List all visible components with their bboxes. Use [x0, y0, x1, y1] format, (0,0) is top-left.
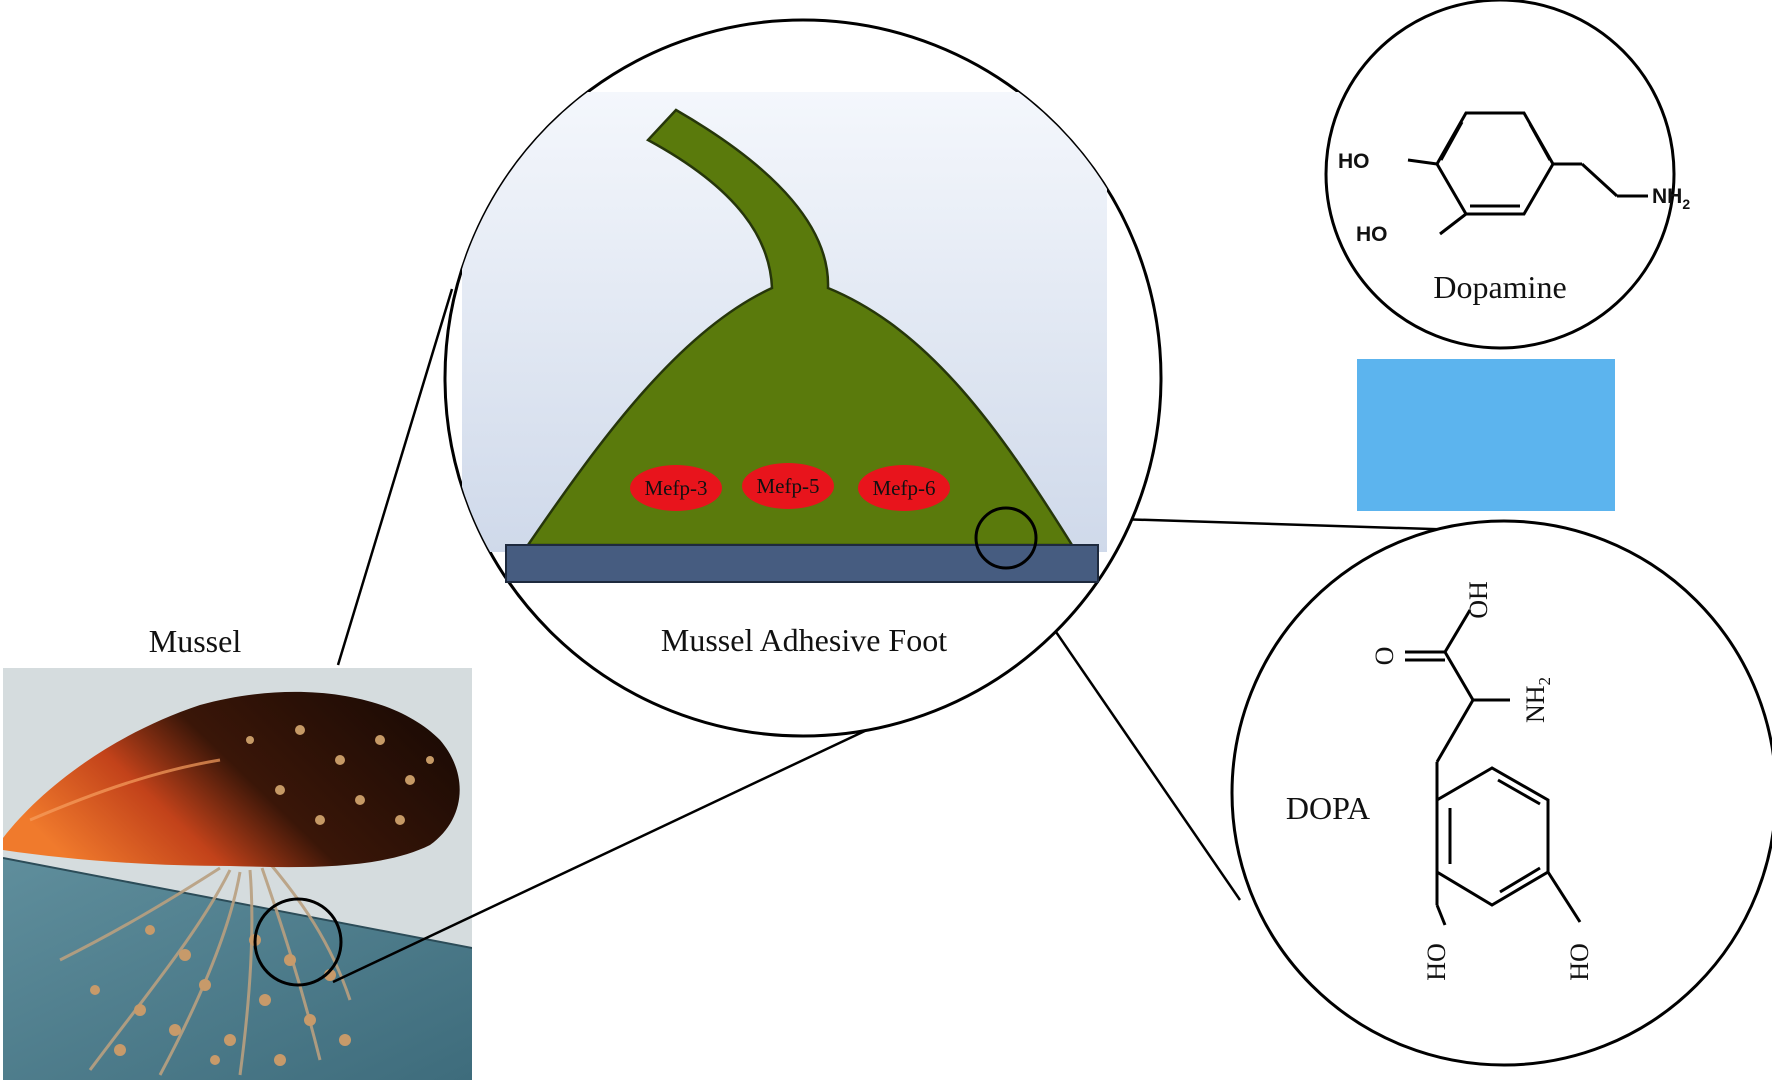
dopa-acid-oh: OH	[1464, 581, 1493, 619]
dopa-label: DOPA	[1286, 790, 1370, 826]
dopamine-amine: NH2	[1652, 185, 1690, 212]
photo-zoom-circle	[253, 897, 343, 987]
foot-zoom-circle	[974, 506, 1038, 570]
dopamine-structure	[1407, 111, 1648, 236]
protein-mefp-6: Mefp-6	[858, 465, 950, 511]
substrate-surface	[505, 544, 1099, 583]
dopa-ho-left: HO	[1422, 943, 1451, 981]
dopa-structure	[1405, 609, 1582, 926]
mussel-photo	[3, 668, 472, 1080]
svg-text:Mefp-6: Mefp-6	[873, 476, 936, 500]
adhesive-foot-circle: Mefp-3 Mefp-5 Mefp-6 Mussel Adhesive Foo…	[443, 18, 1163, 738]
blue-box	[1357, 359, 1615, 511]
svg-text:Mefp-5: Mefp-5	[757, 474, 820, 498]
adhesive-foot-shape	[525, 108, 1075, 547]
protein-mefp-5: Mefp-5	[742, 463, 834, 509]
dopa-circle: OH O NH2 HO HO DOPA	[1230, 519, 1772, 1067]
dopa-carbonyl-o: O	[1370, 647, 1399, 666]
dopamine-label: Dopamine	[1433, 269, 1566, 305]
dopa-amine: NH2	[1521, 677, 1554, 723]
adhesive-foot-label: Mussel Adhesive Foot	[661, 622, 947, 658]
svg-text:Mefp-3: Mefp-3	[645, 476, 708, 500]
dopamine-ho-top: HO	[1338, 150, 1370, 173]
dopa-ho-right: HO	[1565, 943, 1594, 981]
dopamine-ho-bottom: HO	[1356, 223, 1388, 246]
dopamine-circle: HO HO NH2 Dopamine	[1324, 0, 1690, 350]
mussel-label: Mussel	[149, 623, 242, 659]
protein-mefp-3: Mefp-3	[630, 465, 722, 511]
